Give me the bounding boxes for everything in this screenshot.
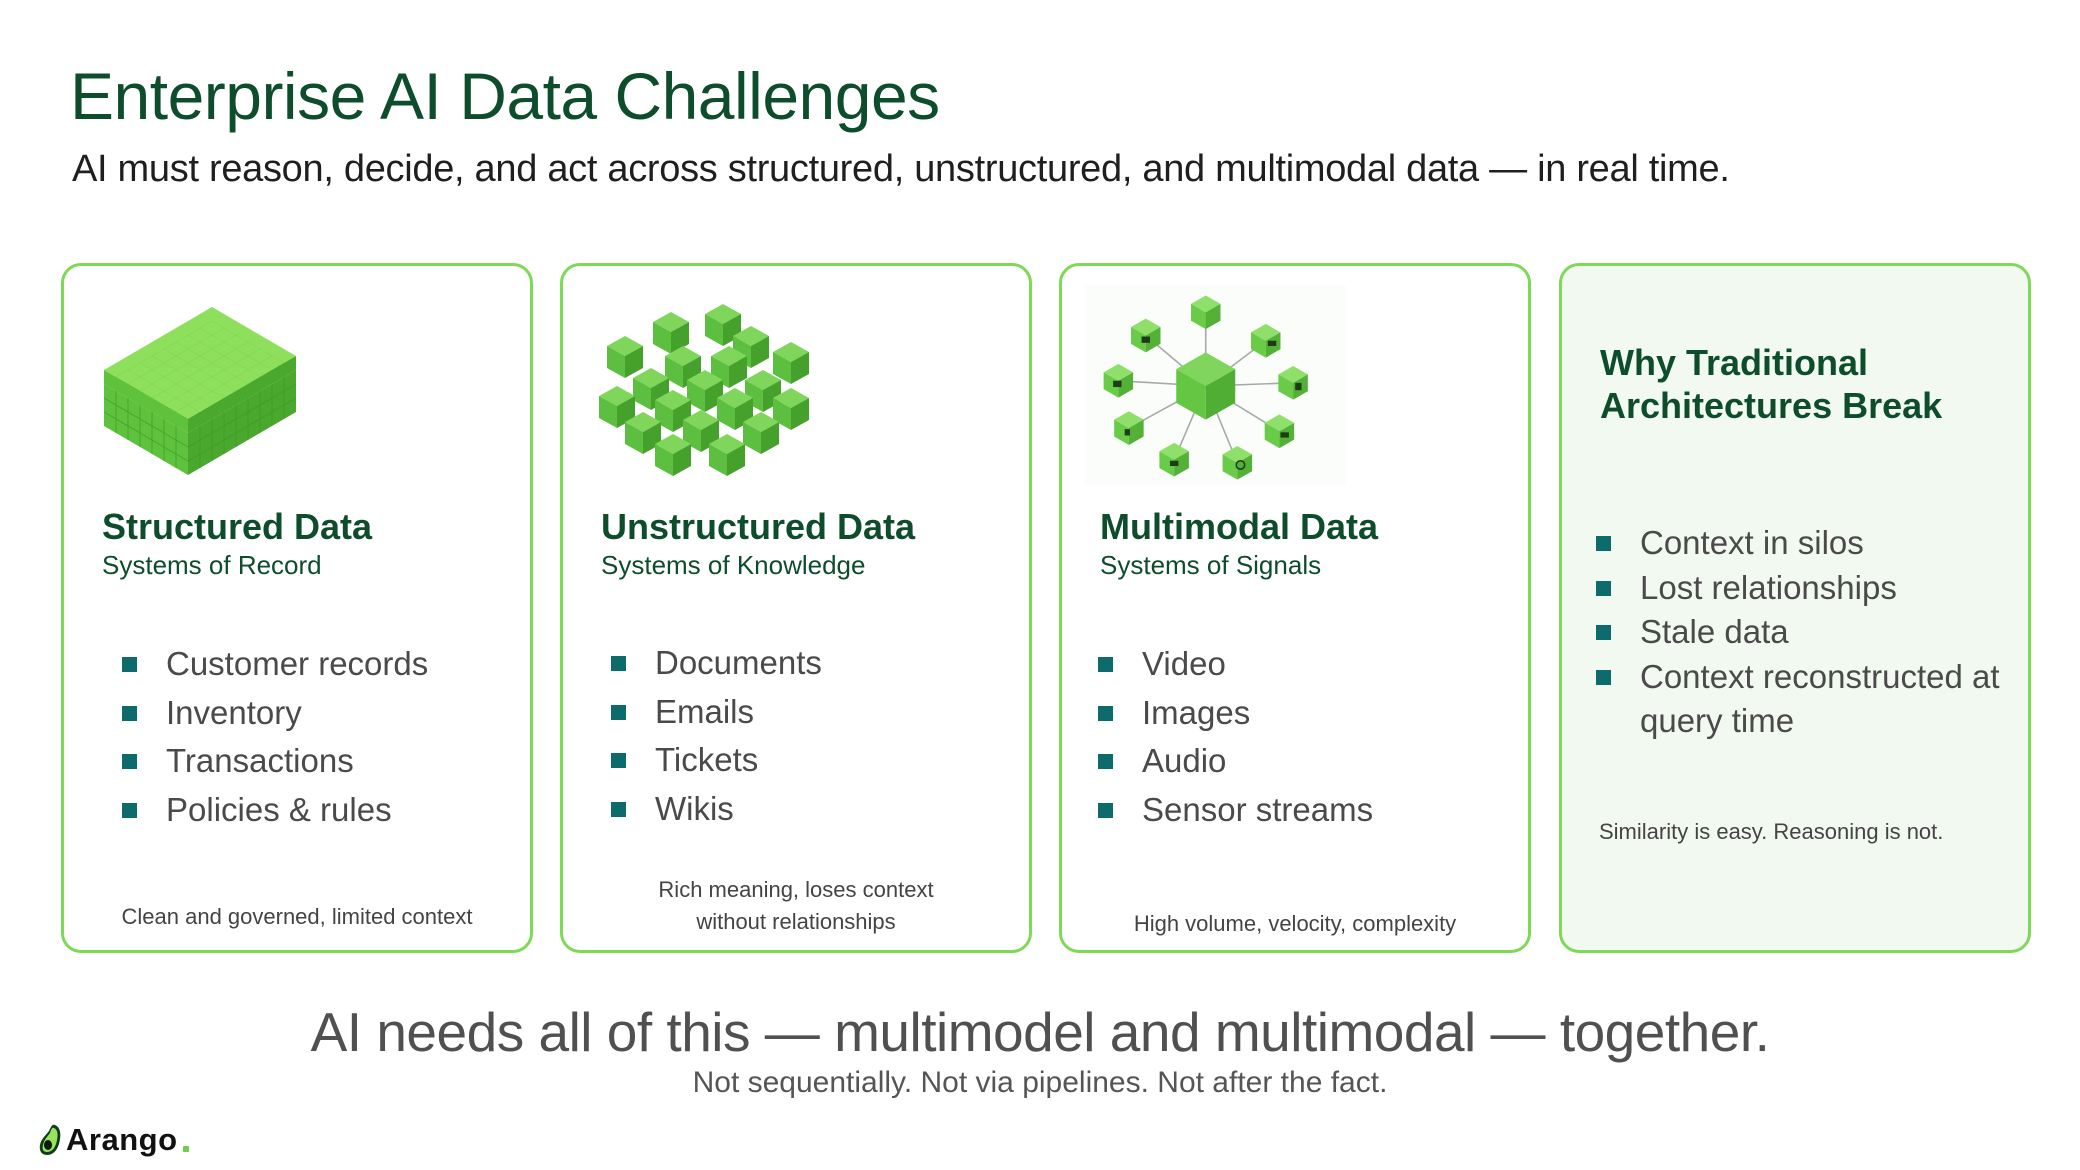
cube-grid-icon — [103, 307, 297, 475]
list-item: Inventory — [122, 689, 428, 738]
card-caption: Rich meaning, loses context without rela… — [658, 877, 934, 934]
bullet-square-icon — [1098, 802, 1113, 818]
card-subtitle: Systems of Signals — [1100, 550, 1322, 580]
card-multimodal-data: Multimodal Data Systems of Signals Video… — [1059, 263, 1531, 953]
bullet-square-icon — [1098, 657, 1113, 672]
bullet-square-icon — [1596, 580, 1611, 596]
list-item: Policies & rules — [122, 786, 428, 835]
page-title: Enterprise AI Data Challenges — [70, 59, 940, 133]
bullet-square-icon — [611, 704, 626, 720]
list-item: Images — [1098, 689, 1373, 738]
list-item: Customer records — [122, 640, 428, 689]
brand-dot — [182, 1146, 189, 1152]
list-item: Sensor streams — [1098, 786, 1373, 835]
card-title: Multimodal Data — [1100, 506, 1379, 547]
bullet-square-icon — [122, 657, 137, 672]
bullet-square-icon — [122, 802, 137, 818]
list-item: Audio — [1098, 737, 1373, 786]
card-unstructured-data: Unstructured Data Systems of Knowledge D… — [560, 263, 1032, 953]
bullet-square-icon — [611, 656, 626, 671]
bullet-list: Video Images Audio Sensor streams — [1098, 640, 1373, 834]
brand-name: Arango — [66, 1122, 178, 1157]
bullet-square-icon — [1098, 754, 1113, 769]
card-structured-data: Structured Data Systems of Record Custom… — [61, 263, 533, 953]
avocado-logo-icon — [39, 1124, 61, 1155]
card-subtitle: Systems of Knowledge — [601, 550, 866, 580]
list-item: Context reconstructed at query time — [1596, 655, 2020, 744]
card-title: Why Traditional Architectures Break — [1600, 342, 1943, 426]
hub-network-icon — [1084, 286, 1346, 486]
card-caption: High volume, velocity, complexity — [1133, 911, 1457, 936]
list-item: Tickets — [611, 736, 822, 785]
bullet-square-icon — [611, 801, 626, 817]
list-item: Stale data — [1596, 610, 2020, 655]
bullet-list: Context in silos Lost relationships Stal… — [1596, 521, 2020, 744]
list-item: Lost relationships — [1596, 566, 2020, 611]
scattered-cubes-icon — [599, 304, 809, 476]
bullet-square-icon — [122, 705, 137, 721]
card-title: Structured Data — [102, 506, 373, 547]
card-caption: Clean and governed, limited context — [121, 904, 473, 929]
list-item: Emails — [611, 688, 822, 737]
card-caption: Similarity is easy. Reasoning is not. — [1599, 819, 1944, 844]
bullet-square-icon — [1596, 536, 1611, 551]
bullet-list: Customer records Inventory Transactions … — [122, 640, 428, 834]
page-subtitle: AI must reason, decide, and act across s… — [72, 148, 1730, 190]
list-item: Documents — [611, 639, 822, 688]
bullet-square-icon — [1596, 669, 1611, 685]
card-why-traditional-break: Why Traditional Architectures Break Cont… — [1559, 263, 2031, 953]
list-item: Transactions — [122, 737, 428, 786]
list-item: Context in silos — [1596, 521, 2020, 566]
card-subtitle: Systems of Record — [102, 550, 322, 580]
bullet-square-icon — [611, 753, 626, 768]
tagline: AI needs all of this — multimodel and mu… — [310, 1001, 1770, 1063]
tagline-subtext: Not sequentially. Not via pipelines. Not… — [692, 1066, 1388, 1099]
bullet-list: Documents Emails Tickets Wikis — [611, 639, 822, 833]
list-item: Video — [1098, 640, 1373, 689]
bullet-square-icon — [1098, 705, 1113, 721]
card-title: Unstructured Data — [601, 506, 916, 547]
brand-logo: Arango — [38, 1122, 189, 1158]
list-item: Wikis — [611, 785, 822, 834]
bullet-square-icon — [1596, 625, 1611, 640]
bullet-square-icon — [122, 754, 137, 769]
